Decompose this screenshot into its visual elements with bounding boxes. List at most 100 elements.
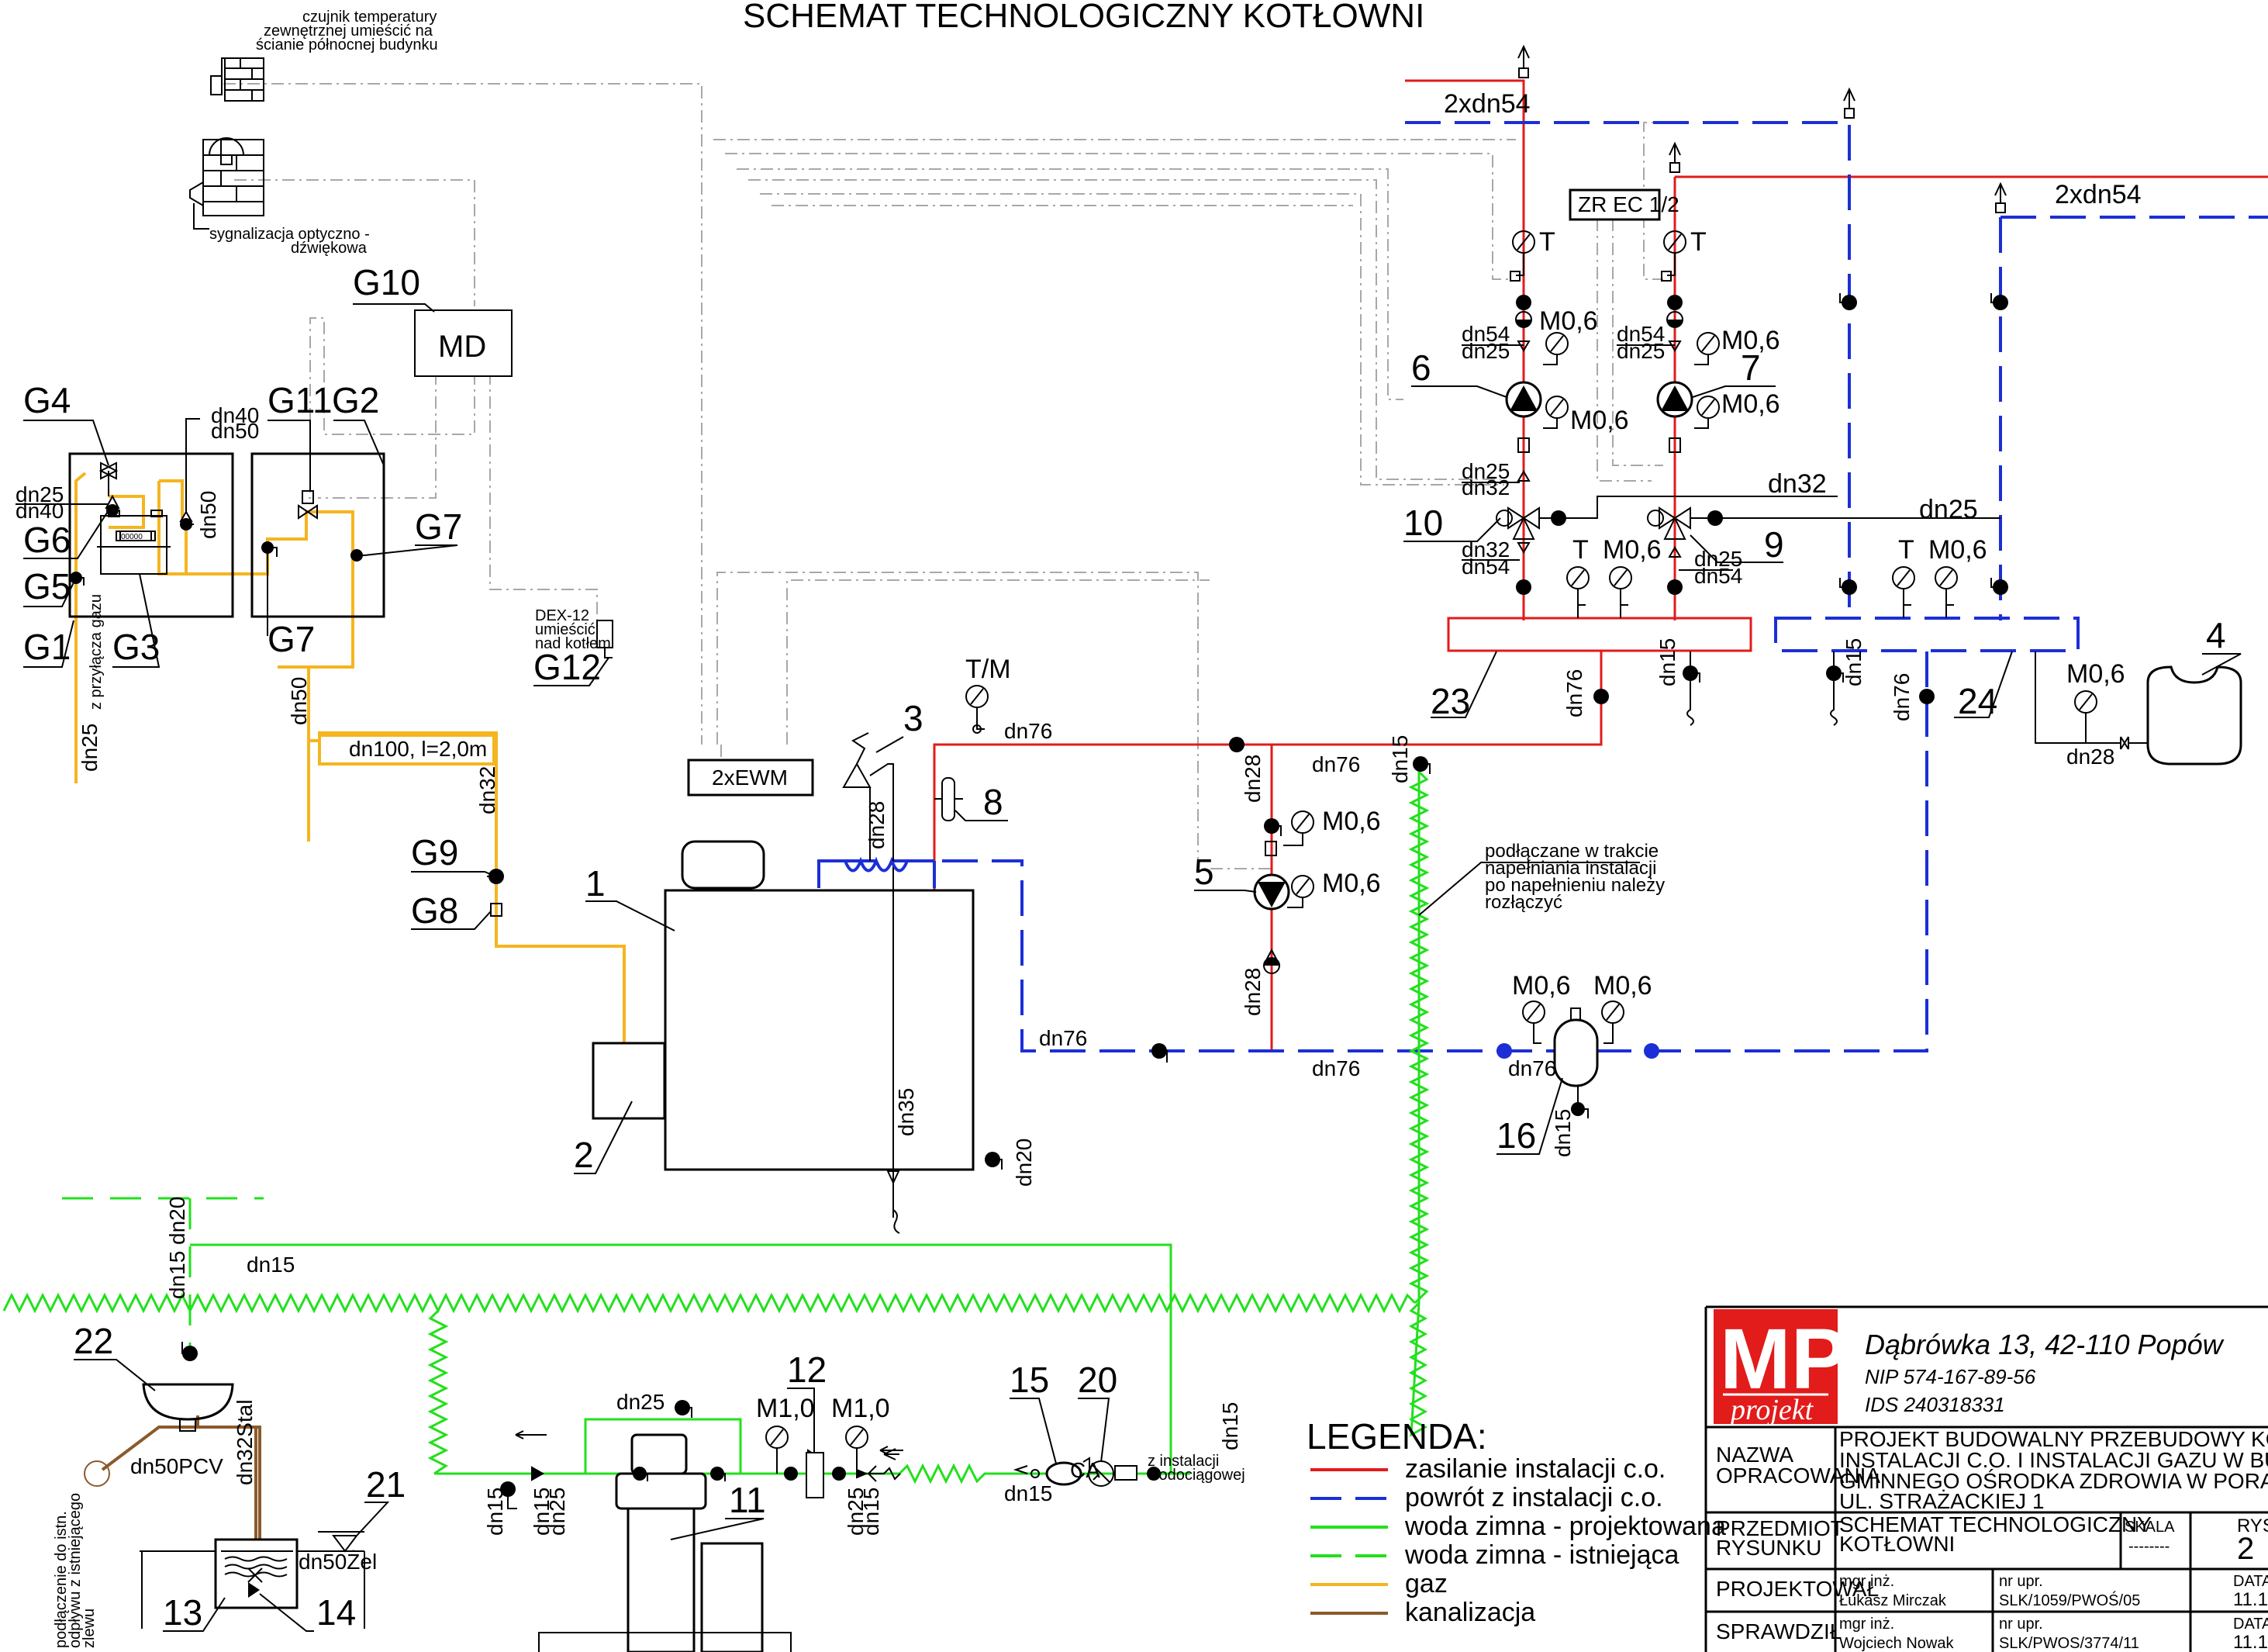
label-g7-right: G7 [415,506,462,547]
label-n14: 14 [316,1592,356,1633]
alarm-note-1: sygnalizacja optyczno - [209,226,370,243]
label-n5: 5 [1194,852,1214,892]
dim-dn15-wt4: dn15 [859,1488,883,1536]
tb-date-label-1: DATA [2233,1573,2268,1590]
tb-nip: NIP 574-167-89-56 [1865,1365,2036,1388]
m23-t: T [1572,535,1589,565]
drain-note-3: zlewu [81,1609,98,1648]
dim-dn35: dn35 [894,1088,918,1136]
supply-manifold-23 [1447,617,1752,652]
tb-date-label-2: DATA [2233,1616,2268,1633]
supply-pipes [933,79,2268,1051]
dim-dn28-sv: dn28 [865,801,889,849]
dim-dn40-g: dn40 [16,499,64,523]
dim-dn25-mix: dn25 [1919,495,1978,524]
expansion-vessel-4 [2035,651,2242,766]
tb-designed-title: mgr inż. [1839,1573,1894,1590]
dim-dn15-wt3: dn15 [530,1488,554,1536]
logo-main: MP [1720,1312,1848,1407]
dim-dn25-wt3: dn25 [545,1488,569,1536]
tb-name-3: GMINNEGO OŚRODKA ZDROWIA W PORAJU PRZY [1839,1468,2268,1493]
label-n4: 4 [2206,615,2226,655]
label-g5: G5 [23,566,71,607]
zrec-label: ZR EC 1/2 [1578,192,1679,216]
label-g8: G8 [411,890,458,931]
legend-label: gaz [1405,1569,1448,1598]
label-g4: G4 [23,380,71,420]
return-manifold-24 [1774,617,2080,652]
safety-valve-3 [842,732,894,861]
label-n6: 6 [1411,347,1431,388]
legend-label: kanalizacja [1405,1598,1535,1627]
label-g3: G3 [112,627,160,667]
boiler [592,840,975,1234]
gas-filter-g8 [490,903,502,917]
dim-dn50-g: dn50 [196,491,220,539]
label-n24: 24 [1958,681,1997,721]
p5-gauge-2: M0,6 [1322,869,1381,898]
dim-dn76-ret-l: dn76 [1039,1026,1087,1050]
water-inlet-2: wodociągowej [1147,1467,1245,1484]
gas-meter-enclosure [68,418,385,618]
label-n20: 20 [1078,1360,1117,1400]
dim-dn54-c6: dn54 [1462,322,1510,346]
gas-pipes [74,472,626,1047]
tb-designed-name: Łukasz Mirczak [1839,1592,1947,1609]
drain-note-1: podłączenie do istn. [53,1511,70,1648]
md-detector-box [414,309,513,377]
gas-pipe-label: dn100, l=2,0m [349,737,487,761]
tb-designed-nr-label: nr upr. [1999,1573,2043,1590]
label-n8: 8 [983,782,1003,822]
label-n21: 21 [366,1464,406,1505]
dim-dn50-gas: dn50 [287,677,311,725]
dim-dn15-m23: dn15 [1655,638,1679,686]
fill-note-2: napełniania instalacji [1485,858,1656,879]
dim-dn76-ret-r: dn76 [1312,1056,1360,1080]
label-g6: G6 [23,520,71,560]
v4-gauge: M0,6 [2066,659,2125,689]
label-n7: 7 [1741,347,1761,388]
p5-gauge-1: M0,6 [1322,807,1381,836]
neutralizer-13 [140,1538,365,1629]
label-g7-left: G7 [268,619,315,659]
title-block: MP projekt Dąbrówka 13, 42-110 Popów NIP… [1704,1305,2268,1652]
label-g9: G9 [411,832,458,873]
dim-dn76-sup: dn76 [1312,752,1360,776]
label-n15: 15 [1010,1360,1049,1400]
gas-meter-display: 00000 [121,533,143,541]
dim-dn50zel: dn50Żel [299,1550,377,1574]
dex-note-3: nad kotłem [535,635,611,652]
v16-gauge-1: M0,6 [1512,971,1571,1001]
dim-dn15-fill: dn15 [1388,735,1412,783]
dim-dn25-wt: dn25 [616,1390,665,1414]
wt-gauge-2: M1,0 [831,1394,890,1423]
c7-gauge-top: M0,6 [1721,326,1780,355]
label-n16: 16 [1496,1115,1536,1156]
pump-5 [1253,810,1314,974]
pump-6-circuit [1496,230,1838,595]
dim-dn54-c7b: dn54 [1694,564,1742,588]
c7-gauge-pump: M0,6 [1721,389,1780,419]
legend-title: LEGENDA: [1307,1416,1487,1457]
label-n3: 3 [903,698,923,738]
water-treatment [500,1400,1161,1652]
fill-note-3: po napełnieniu należy [1485,875,1665,896]
label-n10: 10 [1403,503,1443,543]
dim-dn15-w2: dn15 [247,1253,295,1277]
wt-gauge-1: M1,0 [756,1394,815,1423]
dim-dn25-wt4: dn25 [844,1488,868,1536]
dim-dn25-c6b: dn25 [1462,459,1510,483]
label-g2: G2 [332,380,379,420]
label-n13: 13 [163,1592,202,1633]
dim-dn32-gas: dn32 [475,766,499,814]
tb-name-label-1: NAZWA [1716,1443,1793,1467]
dim-dn15-wt2: dn15 [483,1488,507,1536]
label-n1: 1 [585,863,606,904]
page-title: SCHEMAT TECHNOLOGICZNY KOTŁOWNI [743,0,1424,35]
dim-dn76-top: dn76 [1004,719,1052,743]
tb-name-1: PROJEKT BUDOWALNY PRZEBUDOWY KOTŁOWNI, [1839,1427,2268,1451]
tb-name-4: UL. STRAŻACKIEJ 1 [1839,1489,2045,1513]
tb-name-label-2: OPRACOWANIA [1716,1464,1880,1488]
tb-rys-value: 2 [2237,1532,2254,1566]
dim-dn40-top: dn40 [211,403,259,427]
